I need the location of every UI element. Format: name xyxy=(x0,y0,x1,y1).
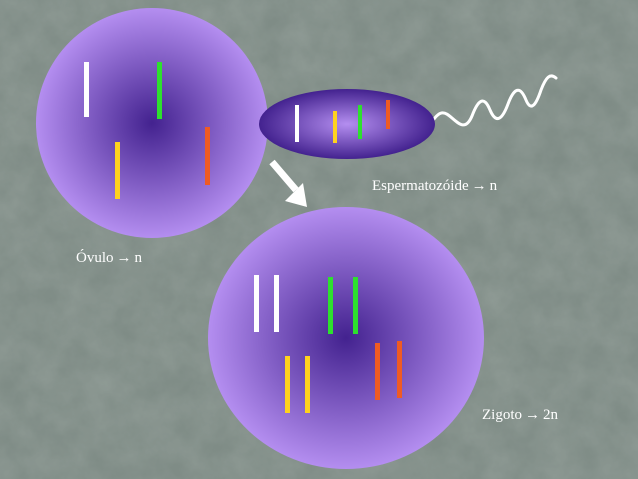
right-arrow-icon: → xyxy=(472,178,487,194)
zygote-chromosome-green-2 xyxy=(353,277,358,334)
right-arrow-icon: → xyxy=(525,407,540,423)
zygote-chromosome-white-1 xyxy=(254,275,259,332)
ovum-chromosome-yellow xyxy=(115,142,120,199)
zygote-chromosome-orange-2 xyxy=(397,341,402,398)
sperm-label-name: Espermatozóide xyxy=(372,178,469,194)
sperm-chromosome-yellow xyxy=(333,111,337,143)
sperm-label: Espermatozóide→n xyxy=(372,177,497,195)
sperm-chromosome-orange xyxy=(386,100,390,129)
sperm-chromosome-green xyxy=(358,105,362,139)
ovum-cell xyxy=(36,8,268,238)
zygote-body xyxy=(208,207,484,469)
zygote-cell xyxy=(208,207,484,469)
zygote-chromosome-yellow-1 xyxy=(285,356,290,413)
sperm-head xyxy=(259,89,435,159)
ovum-label: Óvulo→n xyxy=(76,249,142,267)
right-arrow-icon: → xyxy=(117,250,132,266)
ovum-label-name: Óvulo xyxy=(76,250,114,266)
ovum-chromosome-green xyxy=(157,62,162,119)
ovum-label-ploidy: n xyxy=(135,250,143,266)
sperm-chromosome-white xyxy=(295,105,299,142)
zygote-chromosome-yellow-2 xyxy=(305,356,310,413)
zygote-chromosome-orange-1 xyxy=(375,343,380,400)
zygote-label-ploidy: 2n xyxy=(543,407,558,423)
ovum-chromosome-orange xyxy=(205,127,210,185)
sperm-label-ploidy: n xyxy=(490,178,498,194)
ovum-chromosome-white xyxy=(84,62,89,117)
zygote-chromosome-white-2 xyxy=(274,275,279,332)
zygote-label: Zigoto→2n xyxy=(482,406,558,424)
zygote-chromosome-green-1 xyxy=(328,277,333,334)
ovum-body xyxy=(36,8,268,238)
zygote-label-name: Zigoto xyxy=(482,407,522,423)
